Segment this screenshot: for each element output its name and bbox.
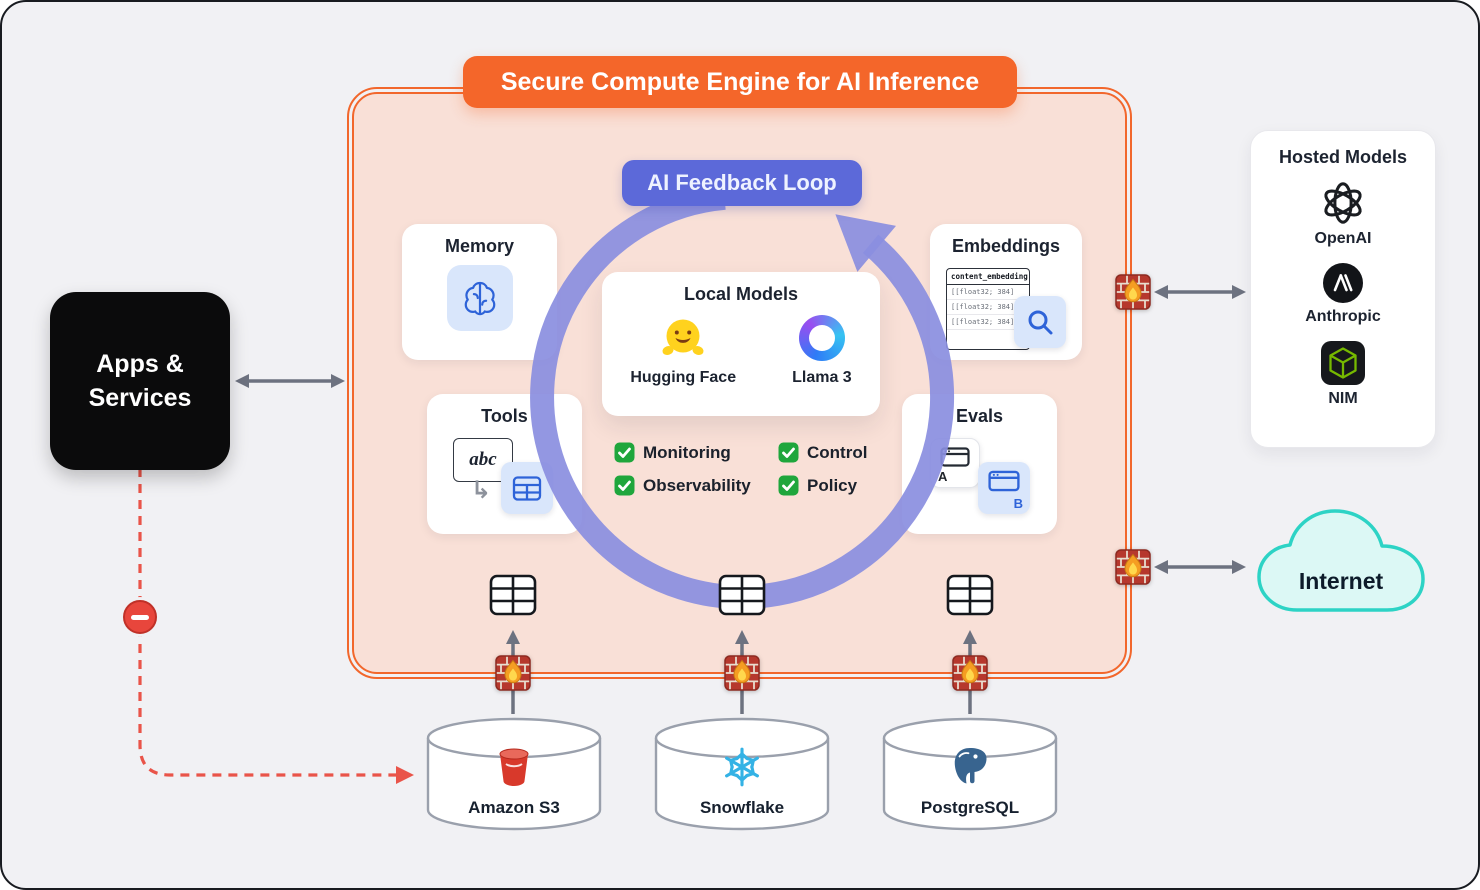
apps-engine-arrow xyxy=(235,374,345,388)
snowflake-logo xyxy=(722,747,762,787)
nim-logo xyxy=(1321,341,1365,385)
memory-card: Memory xyxy=(402,224,557,360)
tools-title: Tools xyxy=(481,406,528,426)
feedback-loop-label: AI Feedback Loop xyxy=(647,170,837,195)
internet-label: Internet xyxy=(1298,568,1384,594)
variant-a-label: A xyxy=(938,469,948,484)
firewall-icon xyxy=(495,655,531,691)
database-label: Amazon S3 xyxy=(468,798,560,817)
checklist-item: Monitoring xyxy=(614,442,751,463)
brain-icon xyxy=(464,281,495,316)
apps-services-line1: Apps & xyxy=(96,350,184,378)
hosted-model-name: Anthropic xyxy=(1305,308,1381,325)
checklist-label: Control xyxy=(807,442,868,462)
engine-title: Secure Compute Engine for AI Inference xyxy=(500,67,980,96)
variant-b-label: B xyxy=(1013,496,1023,511)
firewall-icon xyxy=(724,655,760,691)
local-models-card: Local Models Hugging Face Llama 3 xyxy=(602,272,880,416)
embedding-code-row: [[float32; 384] xyxy=(947,285,1029,300)
checklist-label: Monitoring xyxy=(643,442,731,462)
branch-arrow-icon: ↳ xyxy=(471,476,492,504)
apps-services-line2: Services xyxy=(88,384,192,412)
data-grid-icon xyxy=(944,569,996,621)
checklist-column-left: Monitoring Observability xyxy=(614,442,751,496)
embedding-code-row: [[float32; 384] xyxy=(947,300,1029,315)
database-label: Snowflake xyxy=(699,798,785,817)
local-model-item: Hugging Face xyxy=(630,315,736,387)
database-cylinder: PostgreSQL xyxy=(881,716,1059,834)
engine-internet-arrow xyxy=(1154,560,1246,574)
check-icon xyxy=(614,475,635,496)
checklist-column-right: Control Policy xyxy=(778,442,867,496)
variant-b-tile: B xyxy=(978,462,1030,514)
checklist-label: Observability xyxy=(643,475,751,495)
memory-title: Memory xyxy=(444,236,515,256)
memory-icon-tile xyxy=(446,265,513,331)
check-icon xyxy=(778,475,799,496)
database-cylinder: Amazon S3 xyxy=(425,716,603,834)
window-b-icon xyxy=(988,470,1020,492)
firewall-icon xyxy=(952,655,988,691)
llama3-icon xyxy=(798,315,845,361)
hugging-face-icon xyxy=(662,319,704,356)
evals-title: Evals xyxy=(955,406,1004,426)
engine-title-badge: Secure Compute Engine for AI Inference xyxy=(463,56,1017,108)
database-label: PostgreSQL xyxy=(920,798,1020,817)
internet-cloud: Internet xyxy=(1247,500,1435,628)
engine-hosted-arrow xyxy=(1154,285,1246,299)
embedding-code-row: [[float32; 384] xyxy=(947,315,1029,330)
firewall-icon xyxy=(1115,274,1151,310)
no-entry-icon xyxy=(123,600,157,634)
magnifier-tile xyxy=(1014,296,1066,348)
data-grid-icon xyxy=(487,569,539,621)
hugging-face-label: Hugging Face xyxy=(630,369,737,386)
data-grid-icon xyxy=(716,569,768,621)
hosted-model-name: NIM xyxy=(1328,390,1358,407)
embeddings-title: Embeddings xyxy=(951,236,1060,256)
anthropic-logo xyxy=(1323,263,1363,303)
checklist-item: Observability xyxy=(614,475,751,496)
postgresql-logo xyxy=(954,748,987,784)
abc-box: abc xyxy=(453,438,513,482)
feedback-loop-badge: AI Feedback Loop xyxy=(622,160,862,206)
blocked-path xyxy=(138,468,414,784)
hosted-models-title: Hosted Models xyxy=(1278,147,1407,167)
magnifier-icon xyxy=(1028,310,1053,335)
openai-logo xyxy=(1324,182,1362,224)
checklist-item: Policy xyxy=(778,475,867,496)
local-model-item: Llama 3 xyxy=(792,315,852,387)
database-cylinder: Snowflake xyxy=(653,716,831,834)
check-icon xyxy=(614,442,635,463)
embedding-code-header: content_embedding xyxy=(947,269,1029,285)
checklist-item: Control xyxy=(778,442,867,463)
cloud-icon xyxy=(1257,509,1425,612)
firewall-icon xyxy=(1115,549,1151,585)
abc-label: abc xyxy=(469,449,497,470)
amazon-s3-logo xyxy=(499,748,529,786)
llama3-label: Llama 3 xyxy=(792,369,852,386)
apps-services-box: Apps & Services xyxy=(50,292,230,470)
hosted-models-card: Hosted Models OpenAI Anthropic NIM xyxy=(1250,130,1436,448)
checklist-label: Policy xyxy=(807,475,858,495)
embeddings-card: Embeddings content_embedding [[float32; … xyxy=(930,224,1082,360)
check-icon xyxy=(778,442,799,463)
feedback-loop-arrow xyxy=(530,185,955,610)
evals-card: Evals A B xyxy=(902,394,1057,534)
table-icon xyxy=(512,475,542,501)
hosted-model-name: OpenAI xyxy=(1314,230,1372,247)
local-models-title: Local Models xyxy=(683,284,799,304)
